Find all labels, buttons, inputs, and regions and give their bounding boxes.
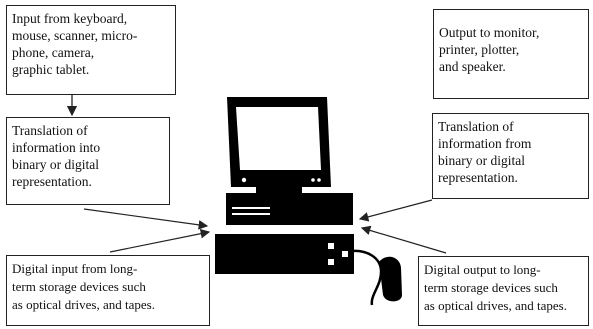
arrow-right-digital-output-to-computer: [360, 225, 447, 254]
output-devices-box: Output to monitor, printer, plotter, and…: [433, 9, 589, 99]
input-devices-box: Input from keyboard, mouse, scanner, mic…: [6, 5, 176, 95]
mouse-icon: [351, 249, 402, 306]
translation-from-binary-box: Translation of information from binary o…: [432, 113, 589, 199]
desktop-computer-icon: [215, 97, 354, 274]
arrow-right-translation-to-computer: [358, 199, 433, 222]
digital-input-storage-box: Digital input from long- term storage de…: [6, 255, 210, 326]
translation-into-binary-box: Translation of information into binary o…: [6, 117, 170, 205]
digital-output-storage-box: Digital output to long- term storage dev…: [418, 256, 589, 326]
arrow-left-translation-to-computer: [83, 208, 209, 230]
arrow-left-digital-input-to-computer: [109, 228, 211, 253]
